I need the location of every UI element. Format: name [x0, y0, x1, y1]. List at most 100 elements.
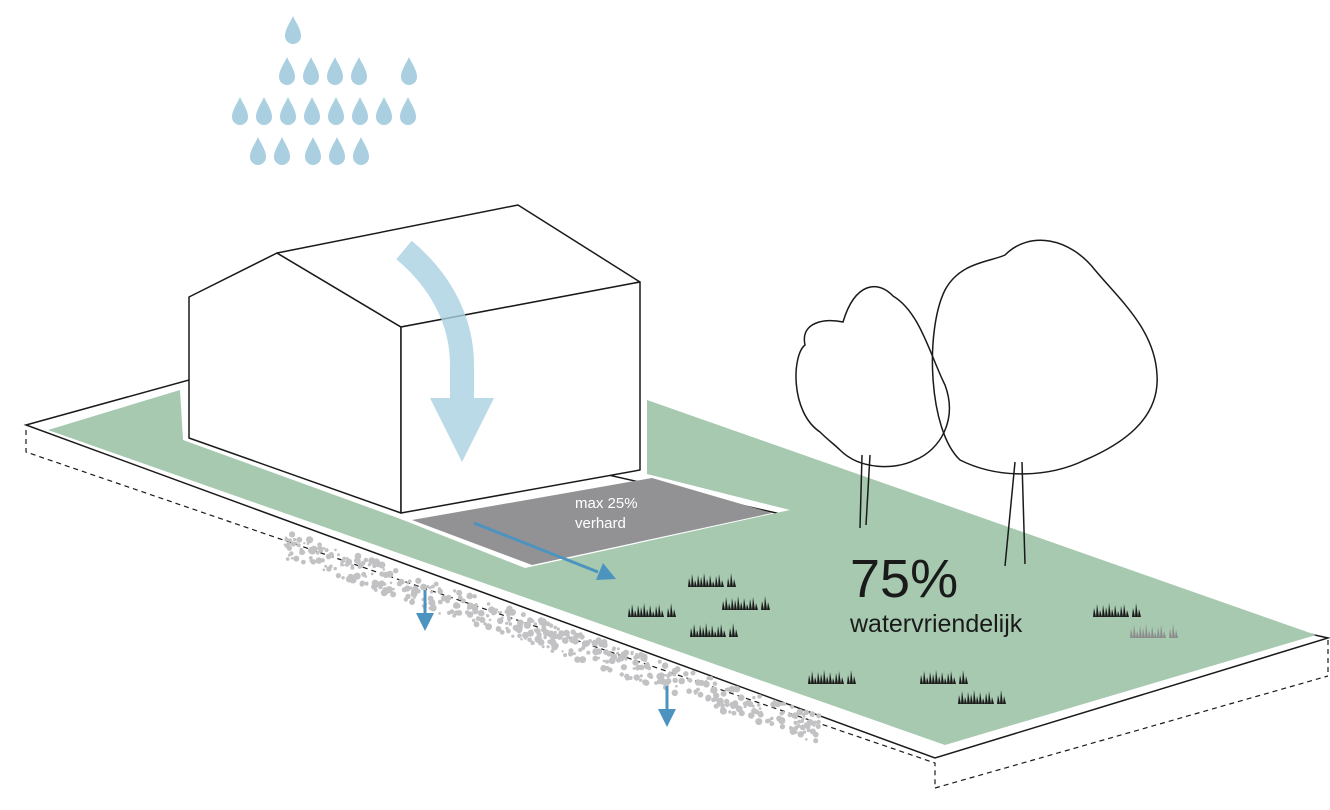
gravel-pebble	[452, 602, 460, 609]
gravel-pebble	[556, 627, 560, 631]
gravel-pebble	[478, 609, 485, 617]
gravel-pebble	[561, 650, 564, 653]
gravel-pebble	[471, 604, 479, 612]
rain-drop-icon	[401, 57, 417, 85]
gravel-pebble	[433, 581, 439, 587]
gravel-pebble	[390, 591, 397, 598]
gravel-pebble	[360, 562, 364, 566]
gravel-pebble	[791, 727, 795, 730]
gravel-pebble	[728, 710, 732, 714]
gravel-pebble	[345, 575, 353, 583]
gravel-pebble	[711, 697, 716, 703]
gravel-pebble	[620, 664, 628, 671]
gravel-pebble	[293, 555, 300, 562]
gravel-pebble	[407, 579, 412, 584]
gravel-pebble	[791, 713, 797, 719]
lawn-area	[48, 390, 1316, 745]
gravel-pebble	[813, 738, 819, 744]
gravel-pebble	[611, 647, 616, 652]
gravel-pebble	[490, 607, 497, 614]
gravel-pebble	[661, 662, 669, 669]
gravel-pebble	[605, 665, 610, 670]
gravel-pebble	[807, 725, 811, 729]
gravel-pebble	[289, 531, 296, 538]
gravel-pebble	[674, 666, 681, 673]
gravel-pebble	[541, 645, 545, 649]
gravel-pebble	[479, 616, 486, 624]
rain-drops	[232, 16, 417, 165]
gravel-pebble	[683, 671, 689, 677]
gravel-pebble	[639, 674, 643, 678]
gravel-pebble	[370, 572, 374, 576]
gravel-pebble	[506, 613, 511, 618]
infiltration-arrow-right	[658, 686, 676, 727]
gravel-pebble	[522, 631, 529, 639]
gravel-pebble	[632, 659, 639, 666]
tree-left-crown	[795, 285, 951, 468]
grass-tufts	[628, 573, 1178, 704]
gravel-pebble	[697, 692, 701, 696]
gravel-pebble	[335, 573, 341, 579]
gravel-pebble	[553, 645, 558, 650]
gravel-pebble	[527, 629, 534, 637]
gravel-pebble	[342, 564, 345, 567]
gravel-pebble	[437, 588, 444, 595]
gravel-pebble	[712, 681, 718, 686]
gravel-pebble	[573, 632, 580, 640]
gravel-pebble	[602, 659, 606, 663]
gravel-pebble	[816, 719, 821, 725]
gravel-pebble	[506, 628, 511, 634]
gravel-pebble	[392, 587, 395, 591]
gravel-pebble	[647, 666, 652, 671]
gravel-pebble	[742, 701, 748, 706]
gravel-pebble	[796, 708, 804, 716]
gravel-pebble	[473, 621, 480, 628]
gravel-pebble	[731, 710, 737, 716]
grass-tuft-icon	[722, 596, 770, 610]
gravel-pebble	[600, 665, 607, 672]
gravel-pebble	[315, 557, 323, 564]
gravel-pebble	[287, 538, 292, 543]
rain-drop-icon	[400, 97, 416, 125]
gravel-pebble	[287, 553, 291, 557]
paved-area	[412, 478, 772, 565]
gravel-pebble	[427, 595, 434, 602]
gravel-pebble	[292, 537, 297, 542]
gravel-pebble	[737, 694, 745, 701]
gravel-pebble	[797, 731, 804, 738]
gravel-pebble	[296, 536, 303, 543]
gravel-pebble	[329, 564, 333, 569]
gravel-pebble	[405, 593, 411, 600]
gravel-pebble	[603, 649, 609, 655]
gravel-pebble	[633, 655, 638, 660]
gravel-pebble	[381, 581, 386, 586]
gravel-pebble	[799, 724, 806, 731]
gravel-pebble	[340, 561, 344, 565]
gravel-pebble	[430, 590, 434, 594]
gravel-pebble	[568, 648, 574, 654]
gravel-pebble	[389, 581, 393, 585]
gravel-pebble	[527, 637, 532, 643]
gravel-pebble	[647, 672, 653, 679]
gravel-pebble	[301, 559, 306, 565]
gravel-pebble	[324, 548, 329, 553]
gravel-pebble	[561, 637, 569, 644]
gravel-pebble	[563, 653, 568, 658]
gravel-pebble	[802, 713, 806, 717]
gravel-pebble	[616, 657, 621, 663]
gravel-pebble	[592, 648, 600, 656]
gravel-pebble	[672, 677, 678, 683]
gravel-pebble	[548, 623, 554, 628]
gravel-pebble	[537, 638, 544, 645]
gravel-pebble	[317, 542, 322, 548]
gravel-pebble	[371, 579, 379, 587]
gravel-pebble	[805, 711, 809, 715]
gravel-pebble	[530, 640, 534, 644]
gravel-pebble	[640, 656, 646, 662]
gravel-pebble	[601, 639, 608, 646]
gravel-pebble	[355, 559, 360, 564]
gravel-pebble	[595, 637, 602, 644]
gravel-pebble	[559, 637, 563, 640]
gravel-pebble	[520, 612, 526, 618]
gravel-pebble	[504, 609, 510, 615]
